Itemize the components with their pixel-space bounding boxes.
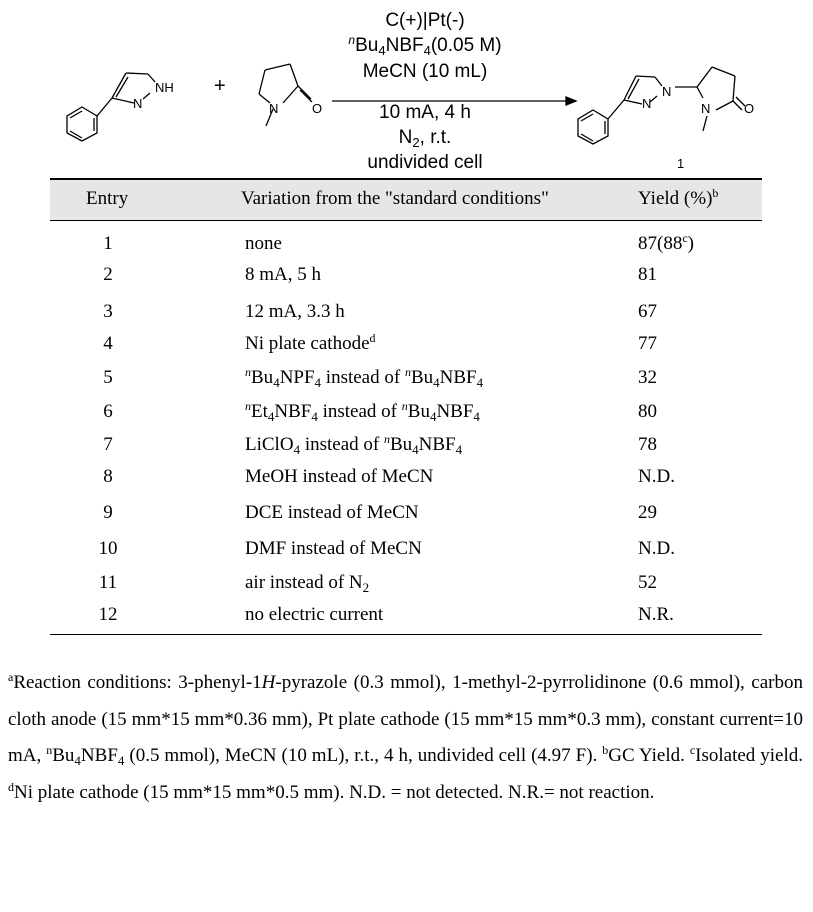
condition-solvent: MeCN (10 mL) bbox=[362, 61, 488, 82]
atom-label-o: O bbox=[312, 101, 322, 116]
cell-variation: DCE instead of MeCN bbox=[245, 502, 419, 523]
table-row: 3 12 mA, 3.3 h 67 bbox=[50, 301, 762, 331]
cell-yield: N.D. bbox=[638, 538, 675, 559]
cell-yield: 67 bbox=[638, 301, 657, 322]
condition-electrolyte: nBu4NBF4(0.05 M) bbox=[348, 33, 502, 58]
table-row: 4 Ni plate cathoded 77 bbox=[50, 331, 762, 363]
cell-yield: 78 bbox=[638, 434, 657, 455]
cell-variation: 8 mA, 5 h bbox=[245, 264, 321, 285]
atom-label-n: N bbox=[269, 101, 278, 116]
atom-label-o: O bbox=[744, 101, 754, 116]
conditions-table: Entry Variation from the "standard condi… bbox=[50, 178, 762, 639]
reactant-nmp-structure bbox=[258, 63, 313, 127]
header-yield: Yield (%)b bbox=[638, 186, 719, 209]
cell-variation: LiClO4 instead of nBu4NBF4 bbox=[245, 432, 463, 457]
condition-atmosphere: N2, r.t. bbox=[398, 127, 452, 150]
cell-yield: 87(88c) bbox=[638, 231, 694, 254]
cell-variation: 12 mA, 3.3 h bbox=[245, 301, 345, 322]
atom-label-n: N bbox=[642, 96, 651, 111]
cell-entry: 2 bbox=[103, 264, 113, 285]
scheme-drawing: NH N N O N N N O + 1 bbox=[66, 63, 754, 171]
table-row: 10 DMF instead of MeCN N.D. bbox=[50, 538, 762, 568]
cell-entry: 5 bbox=[103, 367, 113, 388]
cell-variation: Ni plate cathoded bbox=[245, 331, 376, 354]
cell-entry: 3 bbox=[103, 301, 113, 322]
cell-entry: 4 bbox=[103, 333, 113, 354]
cell-entry: 9 bbox=[103, 502, 113, 523]
table-bottom-rule bbox=[50, 634, 762, 635]
reaction-scheme: NH N N O N N N O + 1 C(+)|Pt(-) nBu4NBF4… bbox=[0, 0, 813, 178]
product-label: 1 bbox=[677, 156, 684, 171]
table-row: 11 air instead of N2 52 bbox=[50, 572, 762, 602]
cell-entry: 1 bbox=[103, 233, 113, 254]
cell-variation: MeOH instead of MeCN bbox=[245, 466, 434, 487]
cell-entry: 6 bbox=[103, 401, 113, 422]
table-header: Entry Variation from the "standard condi… bbox=[50, 178, 762, 221]
table-row: 7 LiClO4 instead of nBu4NBF4 78 bbox=[50, 432, 762, 464]
plus-sign: + bbox=[214, 75, 226, 97]
header-variation: Variation from the "standard conditions" bbox=[241, 188, 549, 209]
reactant-pyrazole-structure bbox=[66, 72, 156, 142]
table-row: 5 nBu4NPF4 instead of nBu4NBF4 32 bbox=[50, 365, 762, 397]
condition-electrodes: C(+)|Pt(-) bbox=[385, 10, 465, 31]
cell-entry: 7 bbox=[103, 434, 113, 455]
cell-yield: 80 bbox=[638, 401, 657, 422]
cell-variation: no electric current bbox=[245, 604, 384, 625]
condition-cell: undivided cell bbox=[367, 152, 483, 173]
atom-label-n: N bbox=[662, 84, 671, 99]
cell-yield: 29 bbox=[638, 502, 657, 523]
cell-variation: DMF instead of MeCN bbox=[245, 538, 422, 559]
table-row: 12 no electric current N.R. bbox=[50, 604, 762, 634]
cell-yield: N.D. bbox=[638, 466, 675, 487]
cell-entry: 12 bbox=[98, 604, 118, 625]
table-row: 2 8 mA, 5 h 81 bbox=[50, 264, 762, 294]
cell-entry: 8 bbox=[103, 466, 113, 487]
table-footnote: aReaction conditions: 3-phenyl-1H-pyrazo… bbox=[8, 670, 804, 803]
atom-label-n: N bbox=[701, 101, 710, 116]
cell-yield: 52 bbox=[638, 572, 657, 593]
atom-label-nh: NH bbox=[155, 80, 174, 95]
cell-variation: nEt4NBF4 instead of nBu4NBF4 bbox=[245, 399, 480, 424]
cell-yield: N.R. bbox=[638, 604, 674, 625]
cell-variation: air instead of N2 bbox=[245, 572, 370, 595]
product-structure bbox=[577, 66, 746, 145]
cell-yield: 81 bbox=[638, 264, 657, 285]
cell-variation: nBu4NPF4 instead of nBu4NBF4 bbox=[245, 365, 484, 390]
cell-yield: 32 bbox=[638, 367, 657, 388]
table-row: 1 none 87(88c) bbox=[50, 231, 762, 263]
cell-entry: 10 bbox=[98, 538, 118, 559]
condition-current: 10 mA, 4 h bbox=[379, 102, 471, 123]
header-entry: Entry bbox=[86, 188, 129, 209]
table-row: 6 nEt4NBF4 instead of nBu4NBF4 80 bbox=[50, 399, 762, 431]
cell-variation: none bbox=[245, 233, 282, 254]
atom-label-n: N bbox=[133, 96, 142, 111]
cell-yield: 77 bbox=[638, 333, 657, 354]
cell-entry: 11 bbox=[98, 572, 118, 593]
table-row: 8 MeOH instead of MeCN N.D. bbox=[50, 466, 762, 496]
table-row: 9 DCE instead of MeCN 29 bbox=[50, 502, 762, 532]
